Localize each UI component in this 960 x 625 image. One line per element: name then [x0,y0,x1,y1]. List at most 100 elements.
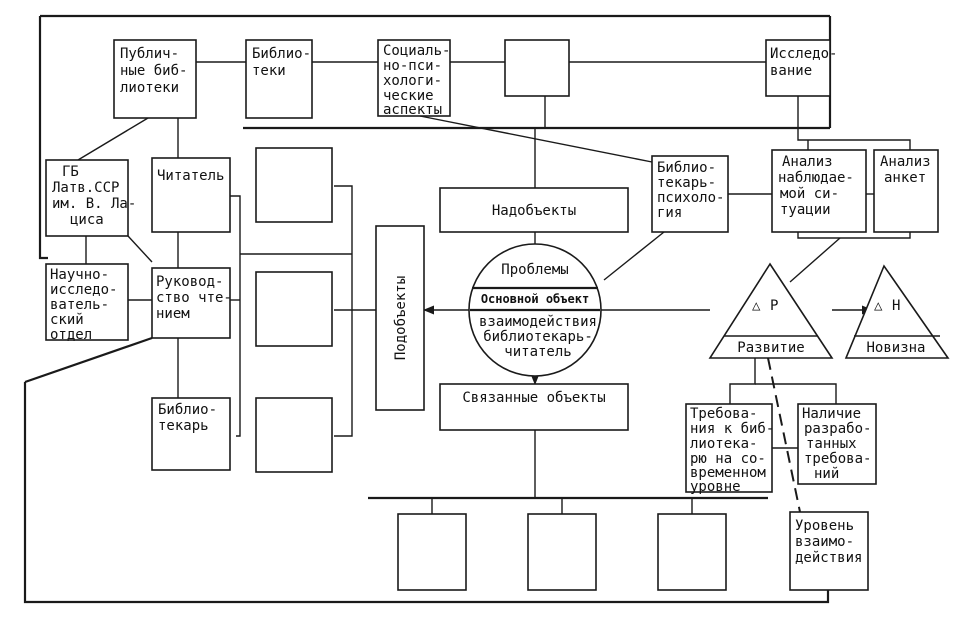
svg-text:рю на со-: рю на со- [690,451,766,467]
svg-text:Наличие: Наличие [802,406,861,422]
svg-text:Анализ: Анализ [880,154,931,170]
svg-text:ний: ний [814,466,839,482]
development-label: Развитие [737,340,804,356]
svg-text:анкет: анкет [884,170,926,186]
node-empty-left-3 [255,397,333,473]
node-superobjects: Надобъекты [439,187,629,233]
svg-text:ство чте-: ство чте- [156,290,232,306]
svg-text:хологи-: хологи- [383,73,442,89]
svg-text:им. В. Ла-: им. В. Ла- [52,196,136,212]
link-development-requirements [729,358,756,404]
svg-text:действия: действия [795,550,862,566]
svg-text:ский: ский [50,312,84,328]
svg-text:аспекты: аспекты [383,102,442,118]
interaction-line-1: взаимодействия [479,314,597,330]
svg-text:ные биб-: ные биб- [120,63,187,79]
bracket-left [230,195,241,437]
novelty-label: Новизна [866,340,925,356]
node-socio-psychological-aspects: Социаль- но-пси- хологи- ческие аспекты [377,39,451,118]
node-public-libraries: Публич- ные биб- лиотеки [113,39,197,119]
svg-text:исследо-: исследо- [50,282,117,298]
node-libraries: Библио- теки [245,39,313,119]
dashed-development-interaction [767,357,801,513]
svg-text:Библио-: Библио- [158,402,217,418]
svg-text:Латв.ССР: Латв.ССР [52,180,119,196]
node-subobjects: Подобъекты [375,225,425,411]
svg-text:ватель-: ватель- [50,297,109,313]
link-bar-analysis [797,128,911,150]
node-research: Исследо- вание [765,39,837,97]
triangle-development: △ Р Развитие [708,262,834,359]
link-analysis-development [789,237,841,283]
link-gb-guidance [127,235,153,263]
problems-label: Проблемы [501,262,568,278]
frame-bottom-line [23,382,830,604]
node-librarian: Библио- текарь [151,397,231,471]
svg-text:Связанные объекты: Связанные объекты [462,390,605,406]
svg-text:Публич-: Публич- [120,46,179,62]
svg-text:Подобъекты: Подобъекты [393,276,409,360]
svg-text:наблюдае-: наблюдае- [778,170,854,186]
node-empty-bottom-1 [397,513,467,591]
svg-text:текарь: текарь [158,418,209,434]
node-empty-left-2 [255,271,333,347]
node-empty-top [504,39,570,97]
svg-text:мой си-: мой си- [780,186,839,202]
node-empty-bottom-2 [527,513,597,591]
triangle-novelty: △ Н Новизна [844,264,950,359]
svg-text:Библио-: Библио- [252,46,311,62]
bracket-right [334,185,353,437]
development-letter: Р [770,298,778,314]
node-interaction-level: Уровень взаимо- действия [789,511,869,591]
node-gb-latvia: ГБ Латв.ССР им. В. Ла- циса [45,159,136,237]
svg-text:требова-: требова- [804,451,871,467]
svg-text:Библио-: Библио- [657,160,716,176]
node-research-department: Научно- исследо- ватель- ский отдел [45,263,129,343]
svg-text:разрабо-: разрабо- [804,421,871,437]
main-object-circle: Проблемы Основной объект взаимодействия … [468,243,602,377]
node-reader: Читатель [151,157,231,233]
interaction-line-3: читатель [504,344,571,360]
svg-text:теки: теки [252,63,286,79]
svg-text:Социаль-: Социаль- [383,43,450,59]
svg-text:Уровень: Уровень [795,518,854,534]
svg-text:Исследо-: Исследо- [770,46,837,62]
link-public-gb [77,117,149,161]
svg-text:ния к биб-: ния к биб- [690,421,774,437]
svg-text:психоло-: психоло- [657,190,724,206]
main-object-label: Основной объект [481,292,589,306]
svg-text:Надобъекты: Надобъекты [492,203,576,219]
link-circle-librarian-psych [603,231,665,281]
svg-text:танных: танных [806,436,857,452]
node-empty-left-1 [255,147,333,223]
svg-text:нием: нием [156,306,190,322]
link-frame-guidance [24,336,153,384]
node-requirements-modern: Требова- ния к биб- лиотека- рю на со- в… [685,403,774,495]
nodes: Публич- ные биб- лиотеки Библио- теки Со… [45,39,939,591]
novelty-delta-icon: △ [874,298,883,314]
svg-text:ГБ: ГБ [62,164,79,180]
svg-text:лиотеки: лиотеки [120,80,179,96]
node-empty-bottom-3 [657,513,727,591]
svg-text:Читатель: Читатель [157,168,224,184]
connectors [23,14,911,604]
svg-text:циса: циса [70,212,104,228]
svg-text:Анализ: Анализ [782,154,833,170]
link-analysis-situation-down [797,232,911,239]
svg-text:туации: туации [780,202,831,218]
svg-text:текарь-: текарь- [657,175,716,191]
development-delta-icon: △ [752,298,761,314]
link-socio-librarian-psych [419,115,653,163]
svg-text:лиотека-: лиотека- [690,436,757,452]
svg-text:гия: гия [657,205,682,221]
node-analysis-situation: Анализ наблюдае- мой си- туации [771,149,867,233]
svg-text:взаимо-: взаимо- [795,534,854,550]
svg-text:но-пси-: но-пси- [383,58,442,74]
svg-text:вание: вание [770,63,812,79]
node-reading-guidance: Руковод- ство чте- нием [151,267,232,339]
interaction-line-2: библиотекарь- [483,329,593,345]
novelty-letter: Н [892,298,900,314]
svg-text:Руковод-: Руковод- [156,274,223,290]
svg-text:отдел: отдел [50,327,92,343]
